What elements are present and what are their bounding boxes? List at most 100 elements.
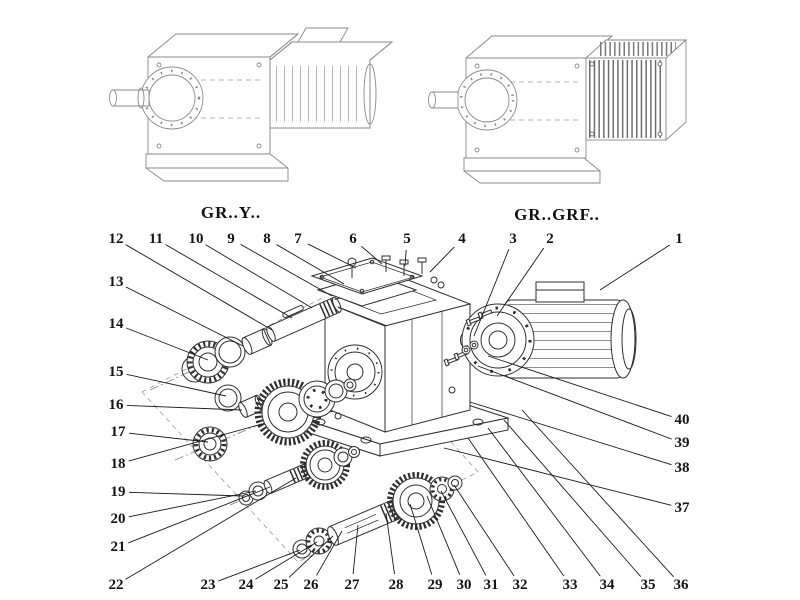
callout-number-30: 30 [457, 577, 472, 593]
callout-number-31: 31 [484, 577, 499, 593]
leader-line-20 [128, 490, 257, 518]
callout-number-9: 9 [227, 231, 235, 247]
callout-number-38: 38 [675, 460, 690, 476]
leader-line-9 [240, 244, 333, 297]
leader-line-31 [440, 490, 487, 576]
callout-number-37: 37 [675, 500, 691, 516]
leader-line-8 [276, 244, 345, 285]
leader-line-38 [469, 401, 672, 466]
leader-line-25 [288, 535, 334, 578]
leader-line-16 [126, 404, 243, 411]
variant-label-gr-y: GR..Y.. [200, 203, 262, 222]
leader-line-24 [255, 541, 318, 580]
callout-number-21: 21 [111, 539, 126, 555]
callout-number-39: 39 [675, 435, 690, 451]
exploded-view [141, 255, 637, 563]
leader-line-22 [125, 477, 297, 580]
leader-line-30 [426, 495, 461, 576]
callout-number-2: 2 [546, 231, 554, 247]
callout-number-36: 36 [674, 577, 690, 593]
callout-number-11: 11 [149, 231, 163, 247]
leader-line-10 [205, 244, 313, 309]
leader-line-26 [316, 530, 343, 576]
leader-line-12 [125, 244, 273, 331]
leader-line-23 [218, 549, 301, 582]
leader-line-6 [361, 245, 383, 265]
callout-number-5: 5 [403, 231, 411, 247]
leader-line-28 [385, 512, 395, 575]
callout-number-19: 19 [111, 484, 126, 500]
output-bearing-left [305, 527, 333, 555]
leader-line-5 [404, 249, 407, 267]
leader-line-37 [443, 447, 672, 506]
callout-number-33: 33 [563, 577, 578, 593]
gear-housing [323, 279, 472, 433]
terminal-box [535, 281, 585, 303]
leader-line-14 [126, 327, 209, 361]
leader-line-2 [496, 247, 545, 317]
lower-bearing [192, 426, 228, 462]
input-shaft-train [181, 296, 342, 384]
leader-line-27 [352, 524, 359, 575]
callout-number-12: 12 [109, 231, 124, 247]
leader-line-39 [477, 365, 672, 440]
callout-number-14: 14 [109, 316, 125, 332]
leader-line-1 [599, 244, 671, 291]
callout-number-26: 26 [304, 577, 320, 593]
leader-line-3 [473, 249, 510, 337]
leader-line-35 [503, 419, 642, 578]
callout-number-13: 13 [109, 274, 124, 290]
motor-assembled [269, 27, 394, 129]
leader-line-33 [467, 437, 565, 577]
leader-line-34 [487, 427, 601, 577]
callout-number-3: 3 [509, 231, 517, 247]
callout-number-4: 4 [458, 231, 466, 247]
vent-plug [417, 257, 427, 263]
leader-line-15 [126, 373, 227, 397]
output-shaft-assembled [109, 66, 204, 130]
fin-cover-block [584, 38, 688, 142]
output-train [292, 472, 463, 559]
top-cover [310, 257, 424, 295]
assembled-view-gr-grf [428, 35, 688, 184]
leader-line-36 [521, 409, 674, 578]
callout-number-34: 34 [600, 577, 616, 593]
leader-line-19 [128, 491, 244, 497]
leader-line-29 [409, 503, 433, 575]
leader-line-7 [307, 243, 357, 269]
leader-line-4 [429, 246, 455, 273]
callout-number-25: 25 [274, 577, 289, 593]
callout-number-1: 1 [675, 231, 683, 247]
callout-number-40: 40 [675, 412, 690, 428]
callout-number-27: 27 [345, 577, 361, 593]
callout-number-15: 15 [109, 364, 124, 380]
fan-cowl [610, 299, 636, 379]
callout-number-7: 7 [294, 231, 302, 247]
callout-number-16: 16 [109, 397, 125, 413]
motor [460, 281, 637, 379]
intermediate-train [238, 440, 360, 506]
callout-number-6: 6 [349, 231, 357, 247]
shaft-key [282, 305, 304, 318]
leader-line-18 [128, 423, 263, 462]
callout-number-8: 8 [263, 231, 271, 247]
callout-number-24: 24 [239, 577, 255, 593]
callout-number-32: 32 [513, 577, 528, 593]
callout-number-10: 10 [189, 231, 204, 247]
leader-line-21 [128, 486, 271, 544]
output-shaft-assembled-right [428, 69, 518, 131]
variant-label-gr-grf: GR..GRF.. [514, 205, 600, 224]
callout-number-20: 20 [111, 511, 126, 527]
leader-line-17 [128, 432, 209, 443]
leader-line-32 [453, 484, 515, 577]
callout-number-29: 29 [428, 577, 443, 593]
housing-fasteners [347, 255, 445, 289]
leader-line-11 [165, 244, 293, 319]
callout-number-28: 28 [389, 577, 404, 593]
leader-line-40 [487, 355, 672, 417]
first-stage-train [192, 378, 357, 462]
callout-number-22: 22 [109, 577, 124, 593]
